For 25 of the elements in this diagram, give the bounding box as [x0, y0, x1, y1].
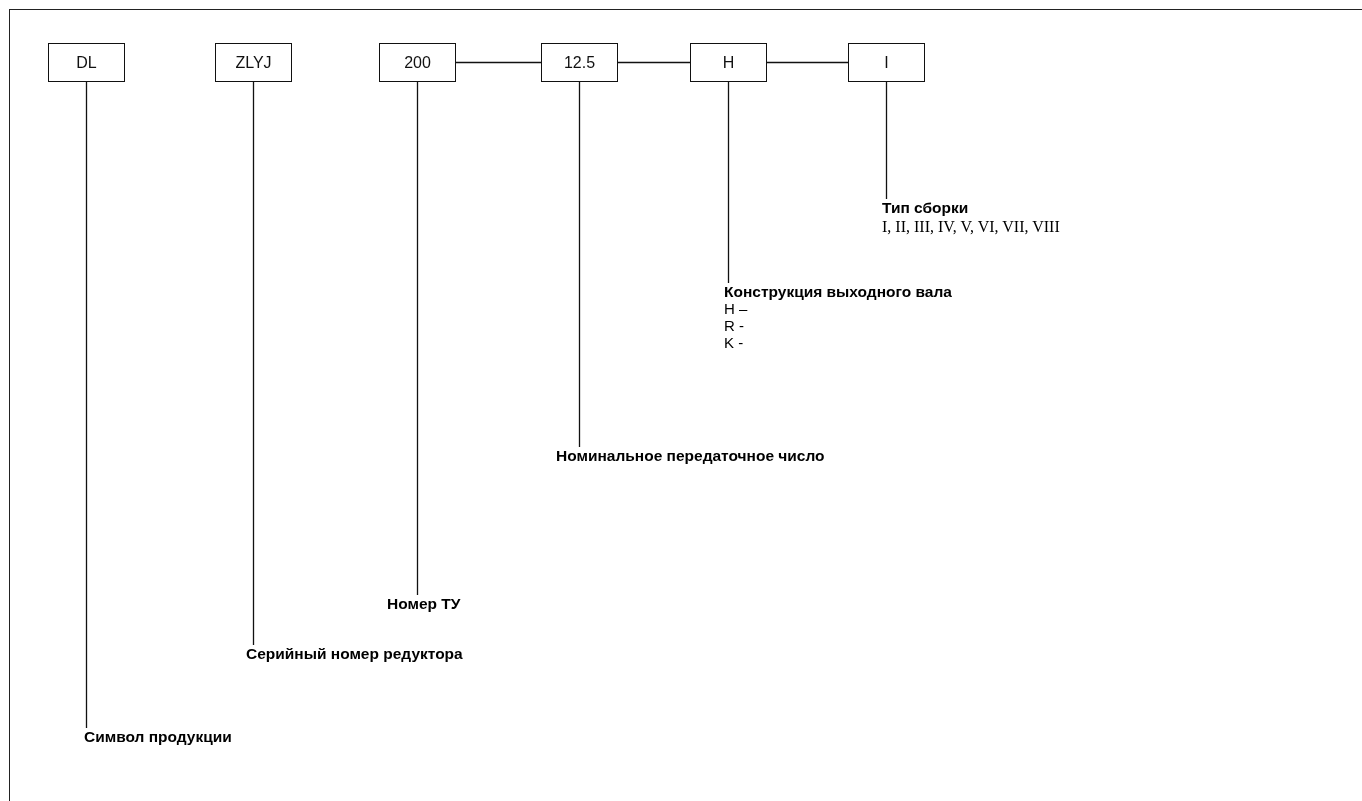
leader-line — [416, 81, 419, 596]
code-box: I — [848, 43, 925, 82]
leader-caption: Конструкция выходного вала — [724, 283, 952, 300]
code-box: DL — [48, 43, 125, 82]
leader-caption: Тип сборки — [882, 199, 969, 216]
option-text: K - — [724, 334, 744, 351]
code-box: H — [690, 43, 767, 82]
leader-line — [578, 81, 581, 448]
connector-line — [455, 61, 542, 64]
leader-caption: Номер ТУ — [387, 595, 461, 613]
leader-caption: Номинальное передаточное число — [556, 447, 825, 465]
leader-line — [85, 81, 88, 729]
option-text: R - — [724, 317, 744, 334]
leader-line — [727, 81, 730, 284]
code-box: 12.5 — [541, 43, 618, 82]
code-box: ZLYJ — [215, 43, 292, 82]
leader-caption: Символ продукции — [84, 728, 232, 746]
leader-line — [252, 81, 255, 646]
connector-line — [617, 61, 691, 64]
connector-line — [766, 61, 849, 64]
code-box: 200 — [379, 43, 456, 82]
option-text: I, II, III, IV, V, VI, VII, VIII — [882, 218, 1060, 235]
option-text: H – — [724, 300, 748, 317]
leader-line — [885, 81, 888, 200]
leader-caption: Серийный номер редуктора — [246, 645, 463, 663]
